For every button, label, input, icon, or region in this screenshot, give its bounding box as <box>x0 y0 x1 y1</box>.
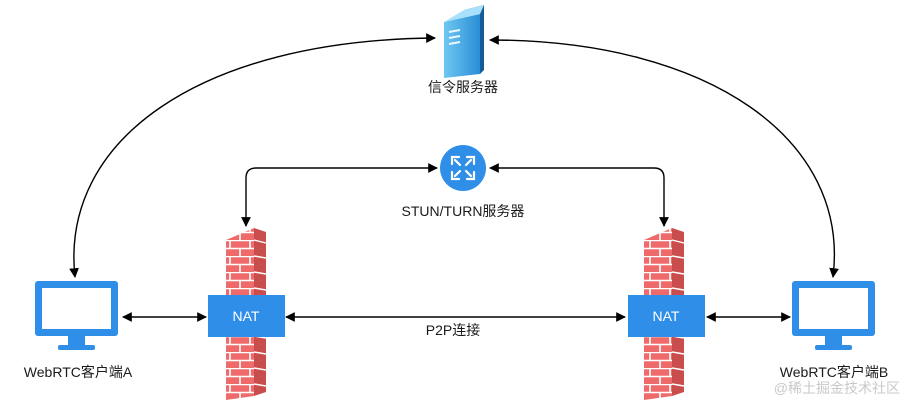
edge-nat-a-stun <box>241 163 438 227</box>
nat-b-label: NAT <box>653 308 680 324</box>
watermark: @稀土掘金技术社区 <box>774 380 900 396</box>
edge-client-b-signaling <box>489 35 839 278</box>
monitor-icon <box>35 281 118 350</box>
nat-a-label: NAT <box>233 308 260 324</box>
nat-box-a: NAT <box>208 295 285 337</box>
edge-nat-b-stun <box>489 163 669 227</box>
edge-client-a-signaling <box>69 33 436 278</box>
monitor-icon <box>792 281 875 350</box>
client-b-label: WebRTC客户端B <box>780 364 888 380</box>
signaling-server-label: 信令服务器 <box>428 79 498 95</box>
network-hub-icon <box>440 145 486 191</box>
p2p-label: P2P连接 <box>426 322 480 338</box>
stun-turn-label: STUN/TURN服务器 <box>402 203 525 219</box>
server-icon <box>444 5 484 78</box>
nat-box-b: NAT <box>628 295 705 337</box>
client-a-label: WebRTC客户端A <box>24 364 133 380</box>
